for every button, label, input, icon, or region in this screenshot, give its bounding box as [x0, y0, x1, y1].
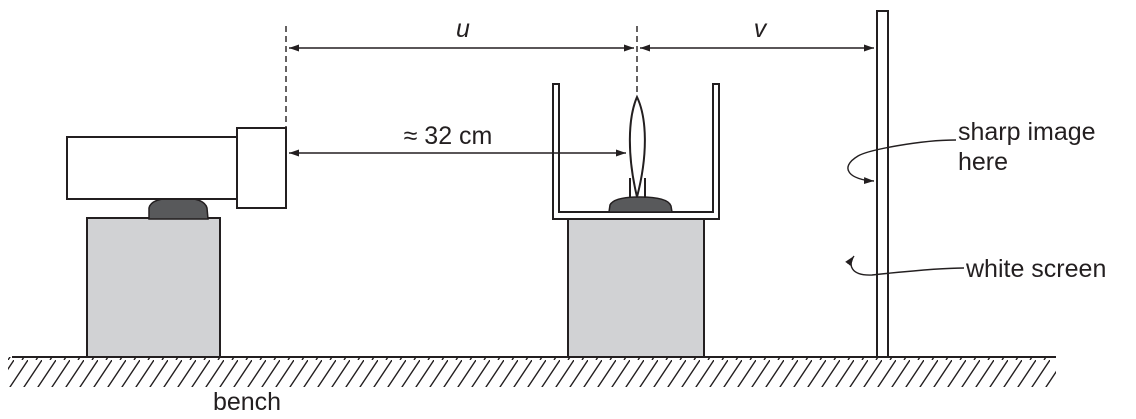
- left-clay-mount: [148, 197, 209, 220]
- lamp-object-end: [236, 127, 287, 209]
- sharp-image-label-line1: sharp image: [958, 118, 1096, 146]
- convex-lens: [628, 94, 646, 198]
- lens-assembly: [552, 83, 720, 358]
- white-screen-leader: [845, 255, 965, 276]
- bench-label: bench: [213, 388, 281, 416]
- lamp-body: [66, 136, 238, 200]
- sharp-image-label-line2: here: [958, 148, 1008, 176]
- white-screen-assembly: [876, 10, 889, 358]
- white-screen-label: white screen: [965, 255, 1106, 283]
- distance-label: ≈ 32 cm: [404, 122, 493, 150]
- v-label: v: [754, 15, 768, 43]
- white-screen: [876, 10, 889, 358]
- lamp-assembly: [66, 127, 287, 358]
- middle-support-block: [567, 218, 705, 358]
- bench: [8, 356, 1056, 387]
- left-support-block: [86, 217, 221, 358]
- sharp-image-leader: [847, 139, 957, 185]
- middle-clay-mount: [608, 196, 673, 213]
- u-label: u: [456, 15, 470, 43]
- lens-holder-tray: [552, 83, 720, 220]
- bench-hatching: [8, 357, 1056, 387]
